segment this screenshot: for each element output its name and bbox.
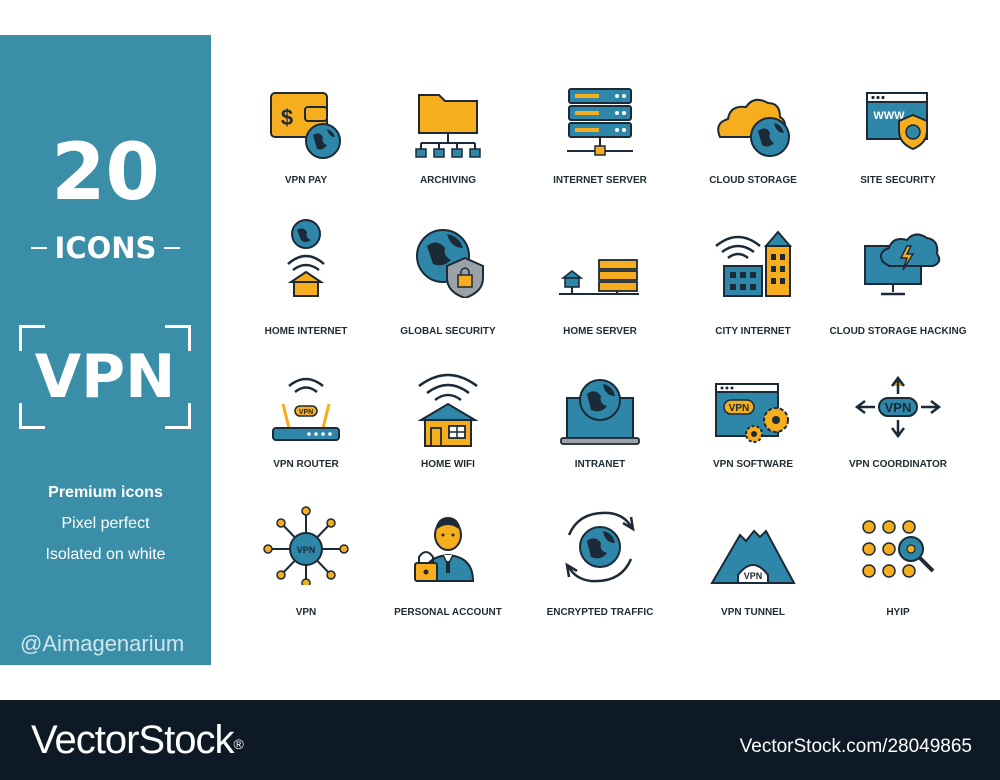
right-dash (164, 247, 180, 249)
vpn-text: VPN (299, 409, 313, 416)
frame-corner (165, 403, 191, 429)
mountain-tunnel-icon: VPN (710, 529, 796, 584)
tagline-pixel: Pixel perfect (61, 515, 150, 532)
icon-cell-hyip: HYIP (823, 505, 973, 618)
icon-cell-global-security: GLOBAL SECURITY (373, 218, 523, 337)
globe-shield-icon (416, 229, 484, 298)
vpn-network-icon: VPN (263, 506, 349, 585)
promo-panel: 20 ICONS VPN Premium icons Pixel perfect… (0, 35, 211, 665)
browser-shield-icon: WWW (866, 92, 928, 151)
icon-cell-archiving: ARCHIVING (373, 85, 523, 186)
vectorstock-logo: VectorStock® (31, 718, 244, 762)
registered-mark: ® (233, 736, 244, 752)
author-handle: @Aimagenarium (20, 631, 185, 656)
vpn-text: VPN (885, 400, 912, 415)
folder-tree-icon (415, 94, 481, 158)
globe-cycle-icon (565, 511, 635, 583)
tagline-premium: Premium icons (48, 484, 163, 501)
icon-cell-home-server: HOME SERVER (525, 218, 675, 337)
vpn-text: VPN (744, 571, 763, 581)
www-text: WWW (873, 110, 905, 122)
icon-label: HOME WIFI (421, 459, 475, 470)
icons-word: ICONS (54, 231, 157, 265)
vpn-title-frame: VPN (19, 325, 191, 429)
icons-heading: ICONS (0, 231, 211, 265)
icon-cell-vpn-pay: $ VPN PAY (231, 85, 381, 186)
watermark-footer: VectorStock® VectorStock.com/28049865 (0, 700, 1000, 780)
icon-cell-encrypted-traffic: ENCRYPTED TRAFFIC (525, 505, 675, 618)
vpn-text: VPN (297, 545, 316, 555)
icon-label: VPN COORDINATOR (849, 459, 947, 470)
house-server-icon (559, 259, 639, 295)
icon-label: GLOBAL SECURITY (400, 326, 496, 337)
icon-label: HOME SERVER (563, 326, 637, 337)
house-wifi-icon (417, 373, 479, 447)
icon-cell-city-internet: CITY INTERNET (678, 218, 828, 337)
person-lock-icon (414, 517, 475, 582)
icon-label: INTERNET SERVER (553, 175, 647, 186)
icon-label: ARCHIVING (419, 175, 477, 186)
icon-cell-home-wifi: HOME WIFI (373, 368, 523, 470)
icon-label: HOME INTERNET (264, 326, 348, 337)
icon-label: INTRANET (574, 459, 626, 470)
icon-label: VPN (295, 607, 317, 618)
icon-cell-home-internet: HOME INTERNET (231, 218, 381, 337)
arrows-vpn-icon: VPN (854, 375, 942, 439)
icon-cell-site-security: WWW SITE SECURITY (823, 85, 973, 186)
icon-cell-intranet: INTRANET (525, 368, 675, 470)
icon-cell-cloud-storage: CLOUD STORAGE (678, 85, 828, 186)
server-rack-icon (567, 88, 633, 156)
monitor-cloud-bolt-icon (864, 233, 941, 296)
icon-cell-vpn-tunnel: VPN VPN TUNNEL (678, 505, 828, 618)
icon-label: VPN ROUTER (273, 459, 339, 470)
icon-label: CLOUD STORAGE (709, 175, 797, 186)
router-icon: VPN (272, 377, 340, 441)
icon-label: ENCRYPTED TRAFFIC (546, 607, 654, 618)
frame-corner (19, 403, 45, 429)
frame-corner (19, 325, 45, 351)
icon-label: HYIP (886, 607, 910, 618)
brand-name: VectorStock (31, 718, 234, 762)
left-dash (31, 247, 47, 249)
set-title: VPN (34, 342, 176, 412)
icon-label: VPN TUNNEL (721, 607, 785, 618)
icon-cell-vpn: VPN VPN (231, 505, 381, 618)
cloud-globe-icon (717, 98, 790, 157)
tagline-isolated: Isolated on white (45, 546, 166, 563)
icon-label: CITY INTERNET (715, 326, 791, 337)
stock-id: VectorStock.com/28049865 (739, 736, 972, 757)
wallet-globe-icon: $ (270, 92, 341, 159)
dots-magnifier-icon (862, 520, 935, 578)
icon-cell-vpn-router: VPN VPN ROUTER (231, 368, 381, 470)
icon-cell-cloud-storage-hacking: CLOUD STORAGE HACKING (823, 218, 973, 337)
icon-label: PERSONAL ACCOUNT (394, 607, 502, 618)
laptop-globe-icon (560, 379, 640, 445)
icon-cell-internet-server: INTERNET SERVER (525, 85, 675, 186)
icon-cell-personal-account: PERSONAL ACCOUNT (373, 505, 523, 618)
icon-cell-vpn-software: VPN VPN SOFTWARE (678, 368, 828, 470)
globe-wifi-house-icon (287, 219, 325, 297)
icon-label: VPN PAY (284, 175, 328, 186)
browser-gears-icon: VPN (715, 383, 789, 443)
frame-corner (165, 325, 191, 351)
vpn-text: VPN (729, 403, 750, 414)
icon-count: 20 (51, 128, 160, 218)
icon-label: SITE SECURITY (860, 175, 936, 186)
icon-label: CLOUD STORAGE HACKING (829, 326, 967, 337)
icon-cell-vpn-coordinator: VPN VPN COORDINATOR (823, 368, 973, 470)
wifi-buildings-icon (715, 230, 793, 297)
svg-text:$: $ (281, 105, 293, 130)
icon-label: VPN SOFTWARE (712, 459, 793, 470)
